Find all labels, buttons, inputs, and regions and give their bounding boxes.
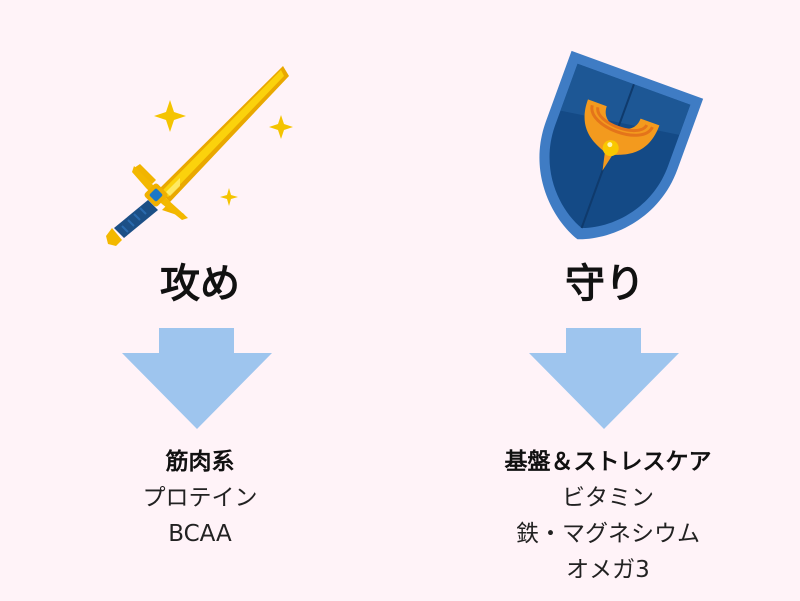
sword-icon bbox=[100, 60, 300, 250]
defense-title: 守り bbox=[565, 261, 645, 307]
list-item: プロテイン bbox=[142, 485, 258, 511]
attack-heading: 筋肉系 bbox=[165, 449, 235, 475]
shield-icon bbox=[510, 50, 710, 250]
arrow-down-icon bbox=[120, 327, 274, 431]
list-item: ビタミン bbox=[562, 485, 654, 511]
list-item: 鉄・マグネシウム bbox=[516, 521, 700, 547]
arrow-down-icon bbox=[527, 327, 681, 431]
attack-supplements: 筋肉系 プロテイン BCAA bbox=[50, 444, 350, 552]
attack-title: 攻め bbox=[160, 261, 240, 307]
attack-column: 攻め 筋肉系 プロテイン BCAA bbox=[50, 60, 350, 552]
list-item: オメガ3 bbox=[566, 557, 650, 583]
defense-heading: 基盤＆ストレスケア bbox=[504, 449, 712, 475]
defense-supplements: 基盤＆ストレスケア ビタミン 鉄・マグネシウム オメガ3 bbox=[458, 444, 758, 588]
list-item: BCAA bbox=[168, 521, 232, 547]
defense-column: 守り 基盤＆ストレスケア ビタミン 鉄・マグネシウム オメガ3 bbox=[400, 0, 800, 601]
